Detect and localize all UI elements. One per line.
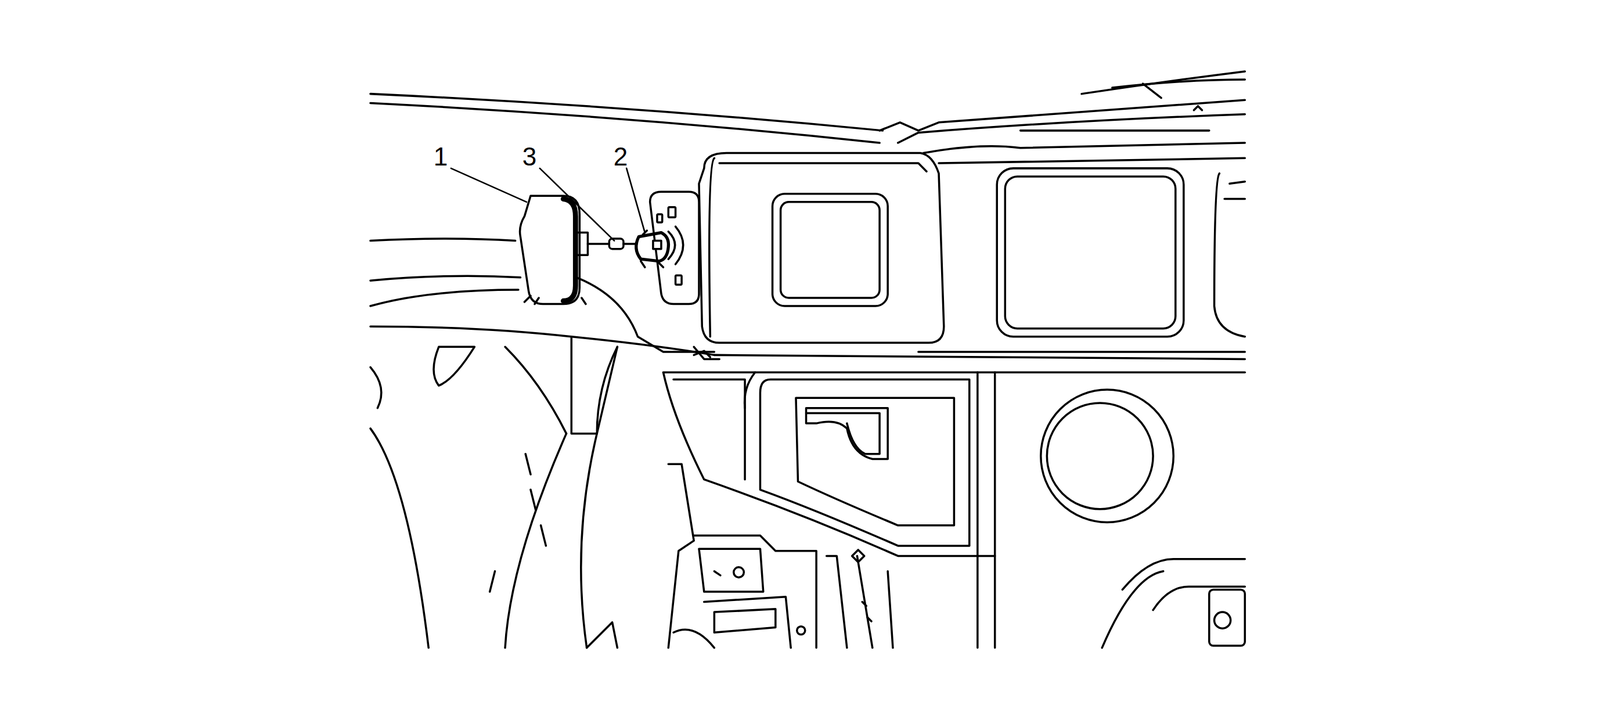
callout-number: 3 [522, 143, 537, 170]
callout-number: 1 [433, 143, 448, 170]
callout-number: 2 [613, 143, 628, 170]
